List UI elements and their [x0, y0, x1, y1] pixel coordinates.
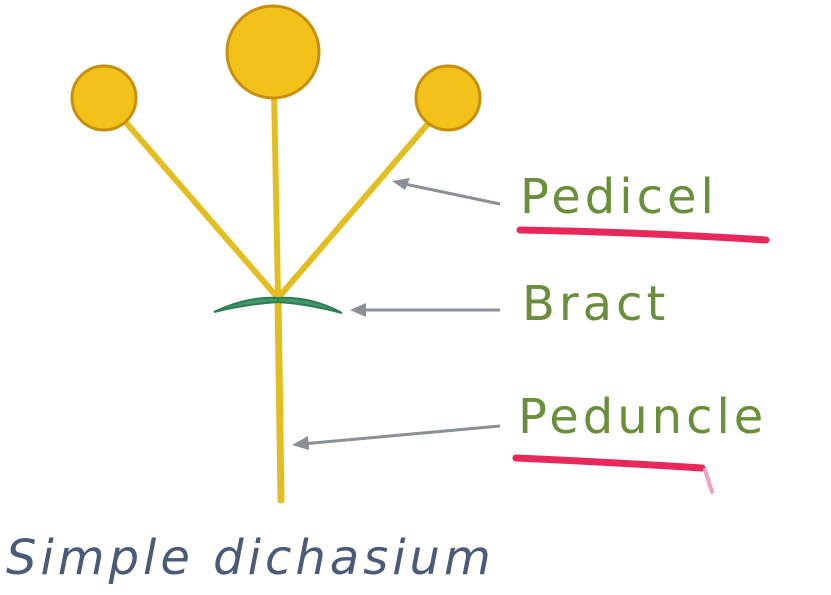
bract-right	[278, 298, 342, 313]
flower-left	[72, 66, 136, 130]
pedicel-center	[274, 88, 278, 298]
peduncle-underline	[516, 458, 702, 468]
pedicel-left	[122, 118, 278, 298]
pedicel-underline	[520, 230, 766, 240]
bract-left	[214, 298, 278, 312]
flower-right	[416, 66, 480, 130]
pedicel-label: Pedicel	[520, 173, 718, 221]
pedicel-pointer-arrow	[392, 178, 500, 204]
peduncle-underline-tail	[705, 470, 712, 492]
bract-label: Bract	[522, 280, 669, 328]
peduncle-stalk	[278, 298, 281, 500]
peduncle-pointer-arrow	[292, 426, 500, 450]
flower-center	[227, 6, 319, 98]
bract-pointer-arrow	[350, 303, 500, 317]
diagram-caption: Simple dichasium	[6, 530, 495, 586]
peduncle-label: Peduncle	[518, 393, 767, 441]
pedicel-right	[278, 118, 433, 298]
